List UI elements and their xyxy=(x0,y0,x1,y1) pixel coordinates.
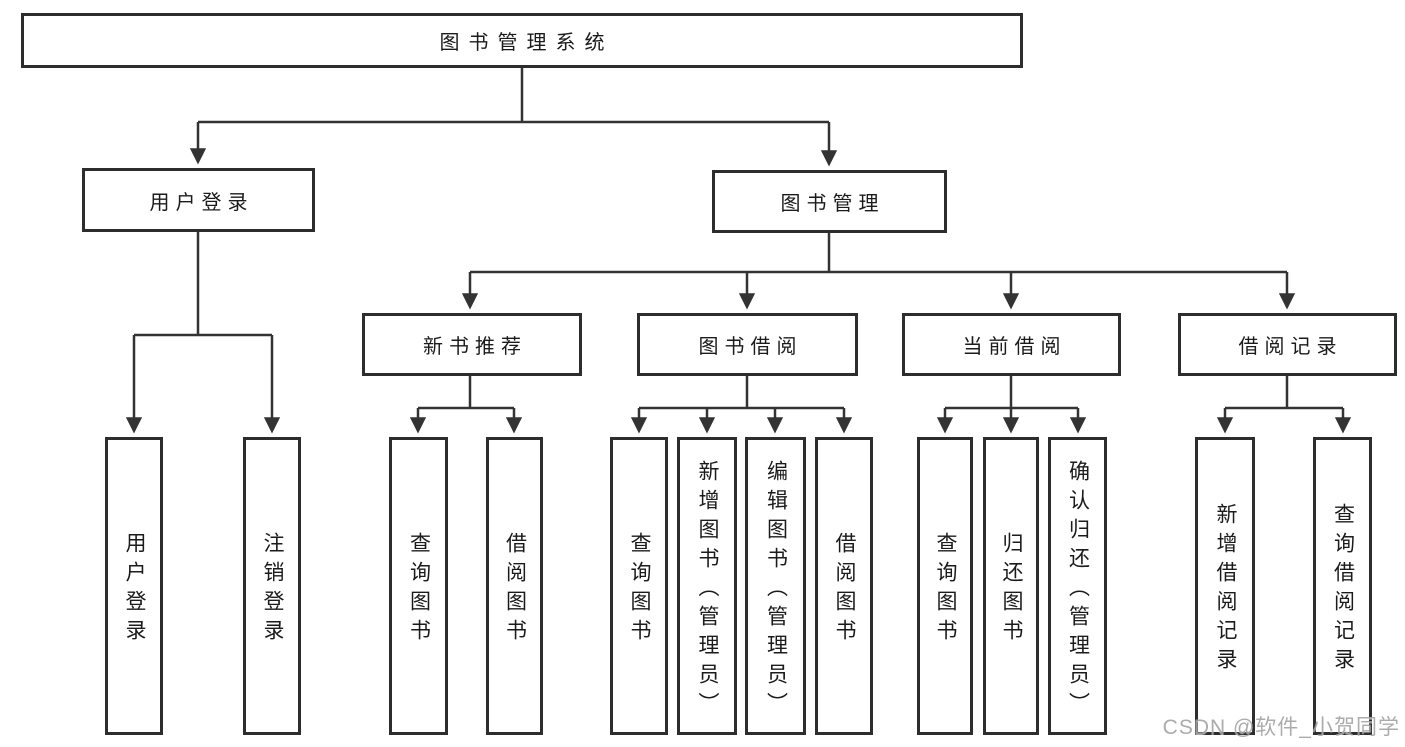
node-new-book-recommend: 新书推荐 xyxy=(362,313,582,376)
leaf-cb-query-books-label: 查询图书 xyxy=(934,532,957,648)
node-book-borrow: 图书借阅 xyxy=(637,313,858,376)
connector-arrows xyxy=(125,122,1352,434)
node-book-management-label: 图书管理 xyxy=(780,193,885,215)
leaf-user-login-label: 用户登录 xyxy=(123,532,146,648)
leaf-bb-query-books: 查询图书 xyxy=(610,437,668,735)
leaf-br-add-record: 新增借阅记录 xyxy=(1195,437,1255,735)
leaf-nbr-query-books: 查询图书 xyxy=(389,437,448,735)
csdn-watermark: CSDN @软件_小贺同学 xyxy=(1162,716,1400,739)
leaf-cb-confirm-return-admin-label: 确认归还（管理员） xyxy=(1066,459,1090,721)
node-root: 图书管理系统 xyxy=(21,13,1023,68)
leaf-bb-query-books-label: 查询图书 xyxy=(628,532,651,648)
leaf-br-query-record-label: 查询借阅记录 xyxy=(1331,503,1355,677)
leaf-br-add-record-label: 新增借阅记录 xyxy=(1214,503,1237,677)
leaf-bb-edit-books-admin-label: 编辑图书（管理员） xyxy=(764,459,788,721)
leaf-nbr-query-books-label: 查询图书 xyxy=(407,532,431,648)
node-user-login-label: 用户登录 xyxy=(149,191,254,214)
leaf-bb-borrow-books-label: 借阅图书 xyxy=(833,532,856,648)
node-borrow-records: 借阅记录 xyxy=(1178,313,1397,376)
node-current-borrow-label: 当前借阅 xyxy=(962,336,1067,358)
leaf-cb-return-books-label: 归还图书 xyxy=(1000,532,1023,648)
leaf-nbr-borrow-books-label: 借阅图书 xyxy=(503,532,527,648)
leaf-cb-confirm-return-admin: 确认归还（管理员） xyxy=(1048,437,1107,735)
node-user-login: 用户登录 xyxy=(82,168,315,232)
leaf-logout-label: 注销登录 xyxy=(261,532,284,648)
leaf-user-login: 用户登录 xyxy=(105,437,163,735)
node-book-borrow-label: 图书借阅 xyxy=(698,336,803,358)
leaf-bb-add-books-admin-label: 新增图书（管理员） xyxy=(696,459,719,721)
leaf-logout: 注销登录 xyxy=(243,437,301,735)
node-new-book-recommend-label: 新书推荐 xyxy=(423,336,527,358)
leaf-br-query-record: 查询借阅记录 xyxy=(1313,437,1372,735)
leaf-cb-query-books: 查询图书 xyxy=(917,437,973,735)
leaf-bb-borrow-books: 借阅图书 xyxy=(815,437,873,735)
leaf-nbr-borrow-books: 借阅图书 xyxy=(486,437,543,735)
leaf-bb-add-books-admin: 新增图书（管理员） xyxy=(677,437,737,735)
node-root-label: 图书管理系统 xyxy=(439,32,614,54)
leaf-cb-return-books: 归还图书 xyxy=(983,437,1039,735)
node-current-borrow: 当前借阅 xyxy=(902,313,1121,376)
leaf-bb-edit-books-admin: 编辑图书（管理员） xyxy=(745,437,806,735)
node-borrow-records-label: 借阅记录 xyxy=(1238,336,1343,358)
connector-trunks xyxy=(134,68,1343,410)
node-book-management: 图书管理 xyxy=(712,170,947,233)
